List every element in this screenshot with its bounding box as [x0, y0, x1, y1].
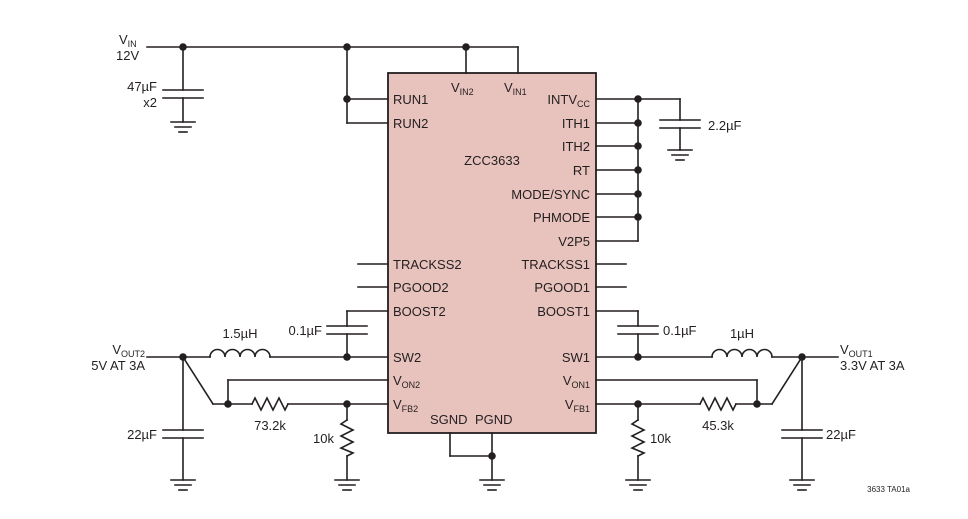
r-fb1-top-value: 45.3k	[702, 418, 734, 433]
pin-vfb2: VFB2	[393, 397, 418, 414]
pin-run2: RUN2	[393, 116, 428, 131]
l-out2-value: 1.5µH	[223, 326, 258, 341]
r-fb2-bottom-value: 10k	[313, 431, 334, 446]
pin-trackss1: TRACKSS1	[521, 257, 590, 272]
cout1-value: 22µF	[826, 427, 856, 442]
pin-boost2: BOOST2	[393, 304, 446, 319]
pin-boost1: BOOST1	[537, 304, 590, 319]
capacitor-boost2	[326, 325, 368, 335]
ground-icon	[170, 121, 196, 133]
ic-body	[387, 72, 597, 434]
cout2-value: 22µF	[127, 427, 157, 442]
pin-von2: VON2	[393, 373, 420, 390]
ground-icon	[479, 479, 505, 491]
ground-icon	[625, 479, 651, 491]
pin-sw1: SW1	[562, 350, 590, 365]
capacitor-cin	[162, 89, 204, 99]
ground-icon	[170, 479, 196, 491]
pin-von1: VON1	[563, 373, 590, 390]
pin-sw2: SW2	[393, 350, 421, 365]
vout1-label: VOUT1	[840, 342, 873, 359]
c-intvcc-value: 2.2µF	[708, 118, 742, 133]
pin-vfb1: VFB1	[565, 397, 590, 414]
pin-ith2: ITH2	[562, 139, 590, 154]
inductor-l1	[711, 348, 773, 358]
cin-qty: x2	[143, 95, 157, 110]
vout2-label: VOUT2	[112, 342, 145, 359]
wires	[146, 46, 839, 481]
pin-trackss2: TRACKSS2	[393, 257, 462, 272]
resistor-fb2-top	[250, 396, 290, 412]
l-out1-value: 1µH	[730, 326, 754, 341]
capacitor-cout1	[781, 429, 823, 439]
c-boost2-value: 0.1µF	[288, 323, 322, 338]
pin-modesync: MODE/SYNC	[511, 187, 590, 202]
ground-icon	[334, 479, 360, 491]
ground-icon	[789, 479, 815, 491]
c-boost1-value: 0.1µF	[663, 323, 697, 338]
pin-pgood2: PGOOD2	[393, 280, 449, 295]
capacitor-boost1	[617, 325, 659, 335]
r-fb2-top-value: 73.2k	[254, 418, 286, 433]
resistor-fb2-bottom	[339, 418, 355, 458]
vin-label: VIN	[119, 32, 137, 49]
vout2-spec: 5V AT 3A	[91, 358, 145, 373]
resistor-fb1-top	[698, 396, 738, 412]
capacitor-cout2	[162, 429, 204, 439]
resistor-fb1-bottom	[630, 418, 646, 458]
inductor-l2	[209, 348, 271, 358]
pin-phmode: PHMODE	[533, 210, 590, 225]
ground-icon	[667, 149, 693, 161]
pin-vin2: VIN2	[451, 80, 474, 97]
pin-intvcc: INTVCC	[547, 92, 590, 109]
pin-ith1: ITH1	[562, 116, 590, 131]
pin-sgnd: SGND	[430, 412, 468, 427]
vin-value: 12V	[116, 48, 139, 63]
pin-rt: RT	[573, 163, 590, 178]
pin-run1: RUN1	[393, 92, 428, 107]
cin-value: 47µF	[127, 79, 157, 94]
pin-pgnd: PGND	[475, 412, 513, 427]
vout1-spec: 3.3V AT 3A	[840, 358, 905, 373]
capacitor-intvcc	[659, 119, 701, 129]
pin-v2p5: V2P5	[558, 234, 590, 249]
ic-name: ZCC3633	[464, 153, 520, 168]
figure-id: 3633 TA01a	[867, 485, 910, 494]
r-fb1-bottom-value: 10k	[650, 431, 671, 446]
pin-vin1: VIN1	[504, 80, 527, 97]
pin-pgood1: PGOOD1	[534, 280, 590, 295]
junction-dots	[179, 43, 806, 460]
